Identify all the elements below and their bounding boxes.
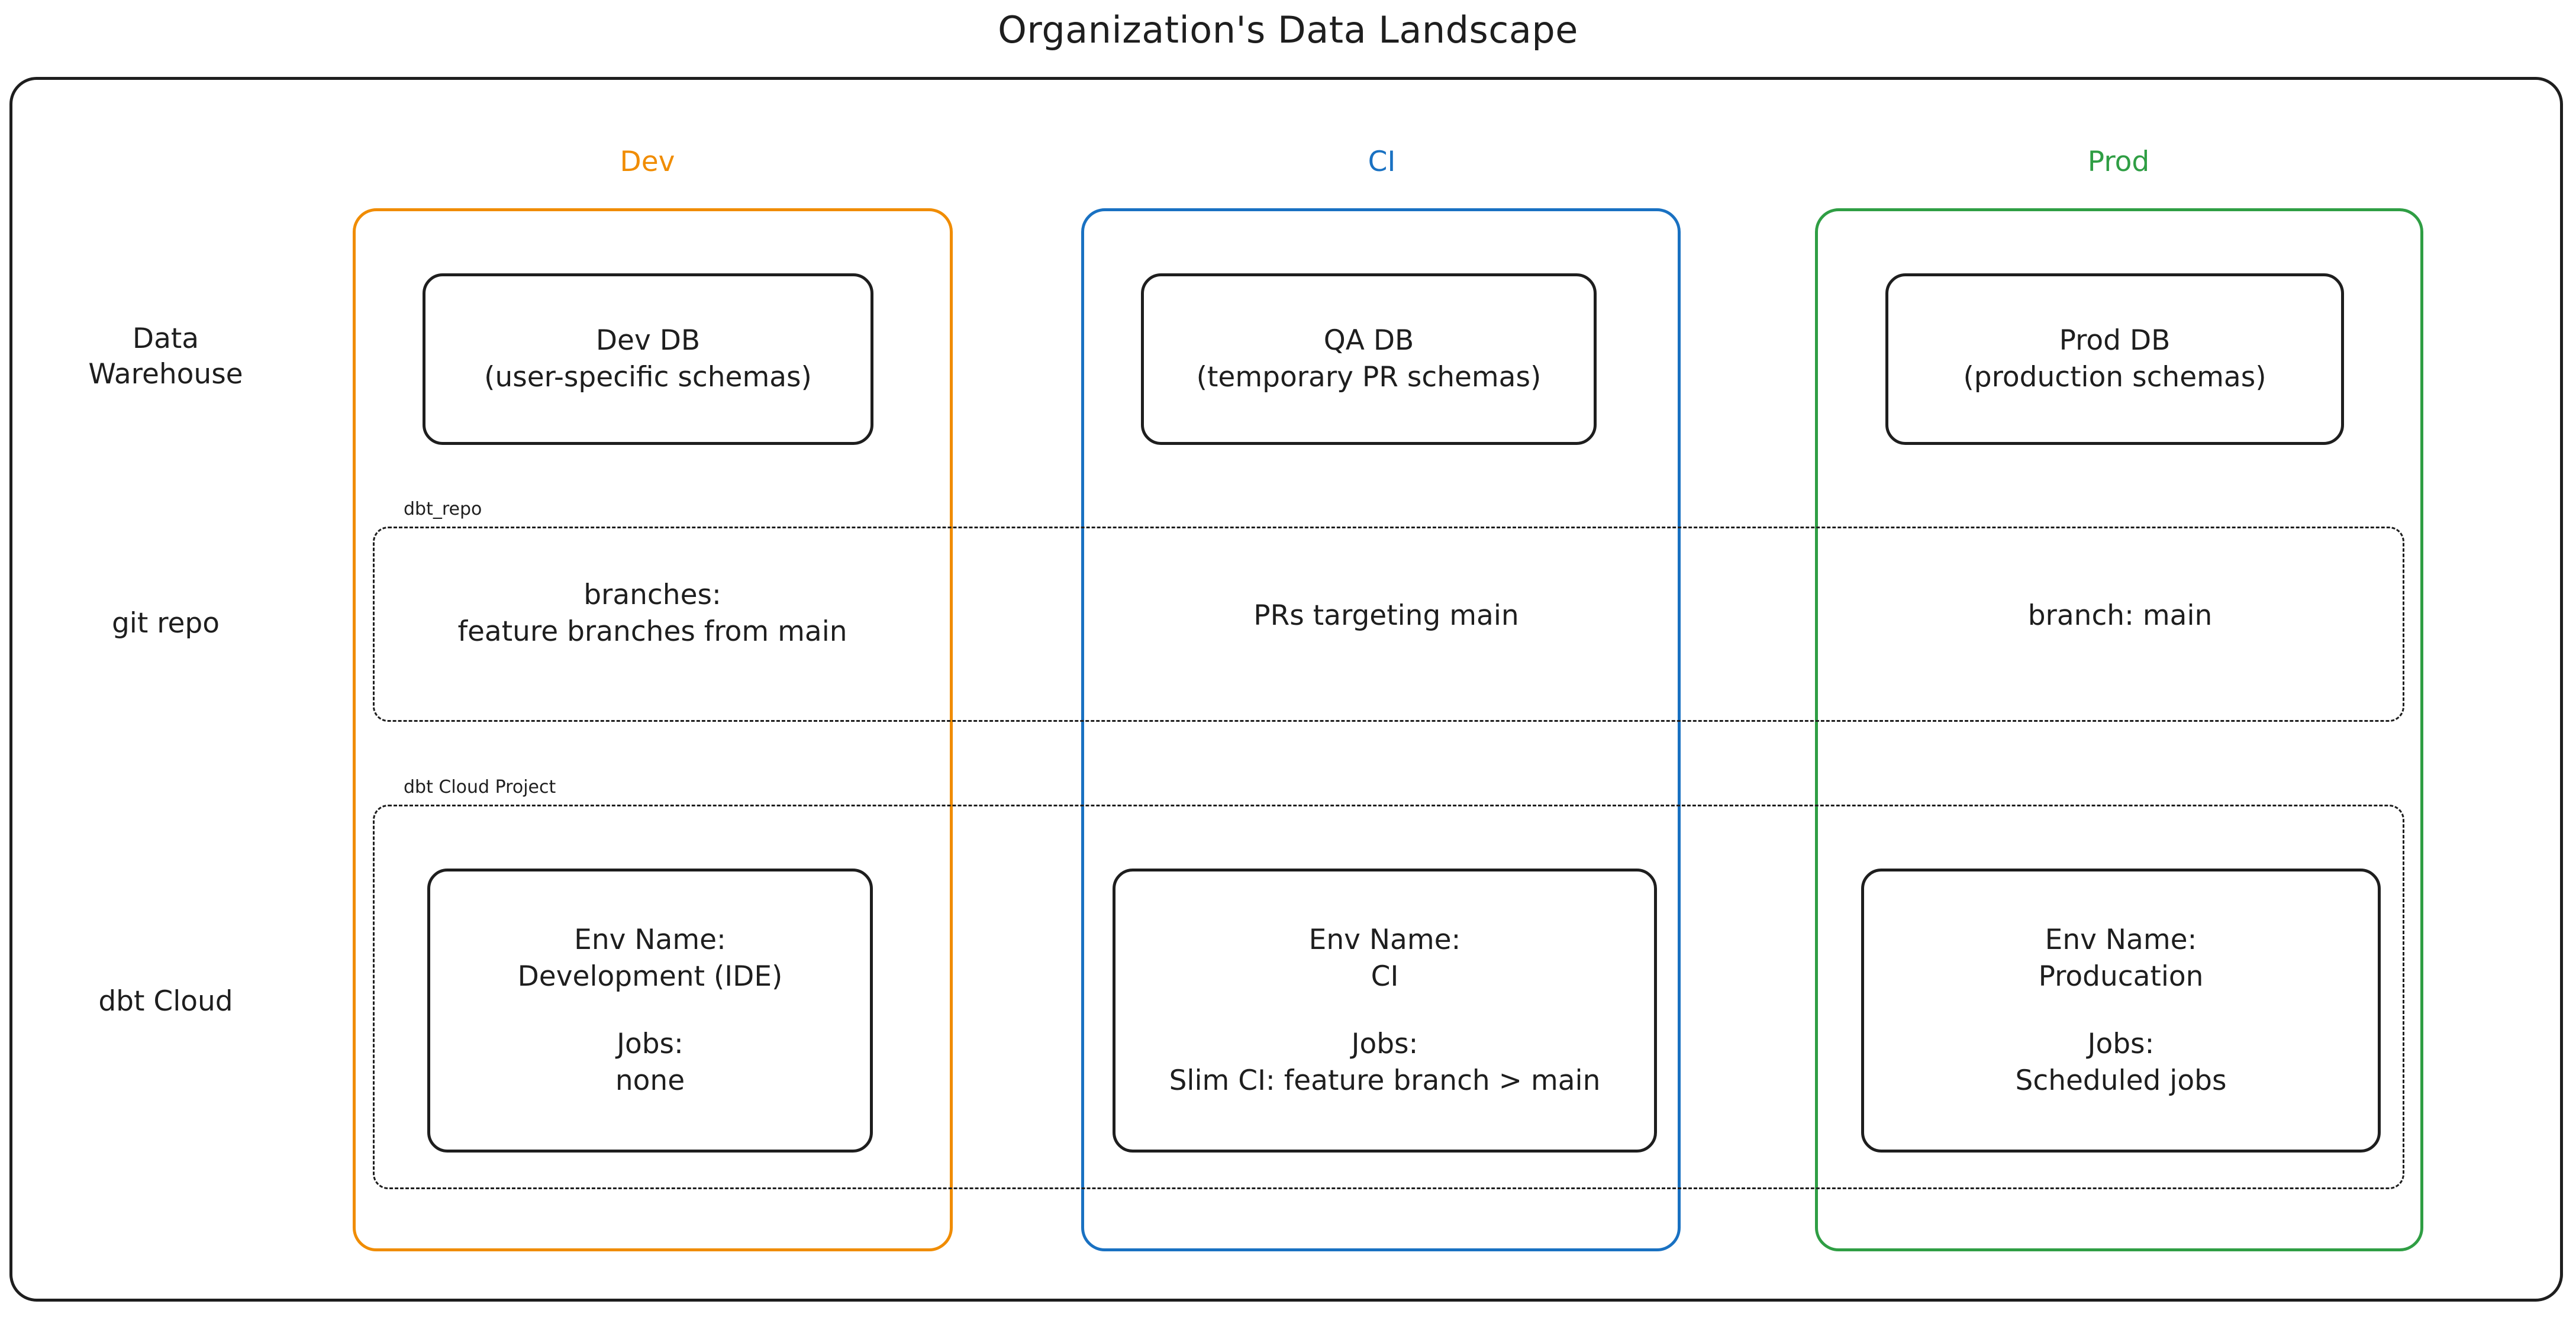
git-repo-cell-ci: PRs targeting main	[1113, 598, 1660, 634]
dbt-cloud-box-prod: Env Name: Producation Jobs: Scheduled jo…	[1861, 869, 2381, 1153]
env-column-ci	[1081, 208, 1681, 1251]
dbt-cloud-box-dev-env-label: Env Name:	[574, 923, 726, 956]
group-container-dbt-cloud-project	[373, 805, 2404, 1189]
row-label-data-warehouse-line1: Data	[132, 322, 199, 355]
group-label-dbt-repo: dbt_repo	[399, 499, 487, 519]
dbt-cloud-box-ci-env-value: CI	[1371, 960, 1399, 993]
git-repo-cell-prod: branch: main	[1846, 598, 2394, 634]
env-column-prod	[1815, 208, 2423, 1251]
data-warehouse-box-prod: Prod DB (production schemas)	[1885, 273, 2344, 445]
dbt-cloud-box-ci: Env Name: CI Jobs: Slim CI: feature bran…	[1113, 869, 1657, 1153]
env-column-dev	[353, 208, 953, 1251]
page-title: Organization's Data Landscape	[998, 8, 1578, 51]
dbt-cloud-box-ci-jobs-value: Slim CI: feature branch > main	[1169, 1064, 1601, 1098]
column-header-dev: Dev	[620, 146, 675, 178]
row-label-data-warehouse: Data Warehouse	[36, 321, 296, 392]
column-header-ci: CI	[1368, 146, 1396, 178]
dbt-cloud-box-dev: Env Name: Development (IDE) Jobs: none	[427, 869, 873, 1153]
data-warehouse-box-dev: Dev DB (user-specific schemas)	[423, 273, 873, 445]
dbt-cloud-box-ci-env-label: Env Name:	[1308, 923, 1461, 956]
dbt-cloud-box-prod-jobs-value: Scheduled jobs	[2015, 1064, 2227, 1098]
data-warehouse-box-dev-subtitle: (user-specific schemas)	[484, 361, 812, 393]
data-warehouse-box-ci-title: QA DB	[1323, 324, 1414, 357]
group-container-dbt-repo	[373, 527, 2404, 722]
data-warehouse-box-ci-subtitle: (temporary PR schemas)	[1196, 361, 1542, 393]
dbt-cloud-box-prod-env-value: Producation	[2038, 960, 2204, 993]
dbt-cloud-box-prod-env-label: Env Name:	[2045, 923, 2197, 956]
group-label-dbt-cloud-project: dbt Cloud Project	[399, 777, 561, 798]
row-label-dbt-cloud: dbt Cloud	[98, 985, 233, 1018]
dbt-cloud-box-ci-jobs-label: Jobs:	[1351, 1028, 1418, 1060]
git-repo-cell-prod-line1: branch: main	[2027, 599, 2213, 632]
dbt-cloud-box-dev-jobs-label: Jobs:	[617, 1028, 684, 1060]
row-label-git-repo: git repo	[111, 607, 220, 640]
git-repo-cell-dev-line1: branches:	[583, 579, 721, 611]
row-label-data-warehouse-line2: Warehouse	[88, 358, 243, 391]
data-warehouse-box-ci: QA DB (temporary PR schemas)	[1141, 273, 1597, 445]
data-warehouse-box-prod-title: Prod DB	[2059, 324, 2171, 357]
dbt-cloud-box-dev-jobs-value: none	[615, 1064, 685, 1098]
data-warehouse-box-prod-subtitle: (production schemas)	[1963, 361, 2267, 393]
column-header-prod: Prod	[2087, 146, 2150, 178]
git-repo-cell-dev-line2: feature branches from main	[457, 615, 847, 648]
dbt-cloud-box-prod-jobs-label: Jobs:	[2087, 1028, 2155, 1060]
diagram-outer-frame	[9, 77, 2563, 1302]
git-repo-cell-dev: branches: feature branches from main	[379, 577, 926, 650]
dbt-cloud-box-dev-env-value: Development (IDE)	[517, 960, 783, 993]
git-repo-cell-ci-line1: PRs targeting main	[1253, 599, 1519, 632]
data-warehouse-box-dev-title: Dev DB	[595, 324, 701, 357]
